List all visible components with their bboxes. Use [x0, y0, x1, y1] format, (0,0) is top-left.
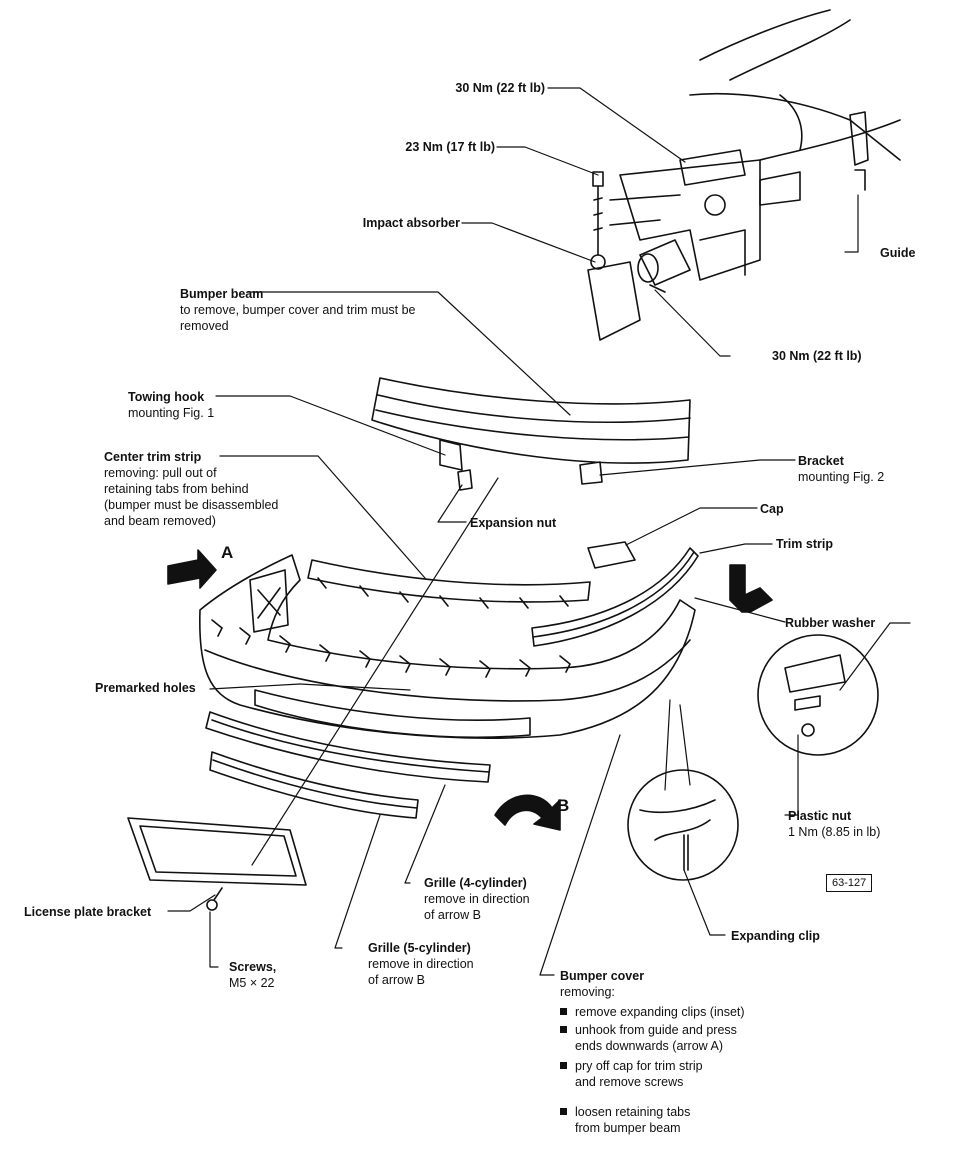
impact-absorber: [587, 239, 691, 341]
screw-part: [206, 887, 223, 911]
arrow-b-label: B: [557, 796, 570, 815]
towing-hook-label: Towing hook mounting Fig. 1: [128, 389, 214, 421]
arrow-right-shape: [729, 564, 773, 613]
trim-strip-label: Trim strip: [776, 537, 833, 551]
arrow-a-shape: [167, 549, 217, 589]
center-trim-line-3: (bumper must be disassembled: [104, 498, 279, 512]
towing-hook-line-1: mounting Fig. 1: [128, 406, 215, 420]
grille-5-line-2: of arrow B: [368, 973, 425, 987]
grille-4-title: Grille (4-cylinder): [424, 876, 527, 890]
bullet-square-icon: [560, 1008, 567, 1015]
long-bolt: [592, 171, 604, 256]
license-plate-bracket-part: [127, 817, 307, 886]
car-body-outline: [689, 9, 901, 206]
figure-ref-box: 63-127: [826, 874, 873, 892]
center-trim-strip: [307, 559, 591, 609]
frame-rail: [609, 149, 761, 281]
expanding-clip-inset: [627, 769, 739, 881]
towing-hook-title: Towing hook: [128, 390, 205, 404]
torque-absorber-label: 30 Nm (22 ft lb): [772, 349, 862, 363]
plastic-nut-line-1: 1 Nm (8.85 in lb): [788, 825, 881, 839]
bumper-cover-title: Bumper cover: [560, 969, 645, 983]
screws-label: Screws, M5 × 22: [229, 959, 276, 991]
center-trim-title: Center trim strip: [104, 450, 202, 464]
torque-bolt-label: 23 Nm (17 ft lb): [405, 140, 495, 154]
center-trim-line-4: and beam removed): [104, 514, 216, 528]
rubber-washer-part: [784, 654, 846, 737]
step-4-line-1: loosen retaining tabs: [575, 1105, 691, 1119]
license-plate-label: License plate bracket: [24, 905, 152, 919]
bumper-beam-line-1: to remove, bumper cover and trim must be: [180, 303, 416, 317]
grille-5-label: Grille (5-cylinder) remove in direction …: [368, 940, 474, 988]
expansion-nut-part: [457, 469, 473, 491]
bumper-beam: [371, 377, 691, 485]
step-4-line-2: from bumper beam: [575, 1121, 681, 1135]
expanding-clip-label: Expanding clip: [731, 929, 820, 943]
impact-absorber-label: Impact absorber: [362, 216, 460, 230]
arrow-a-label: A: [221, 543, 234, 562]
cap-label: Cap: [760, 502, 784, 516]
bumper-beam-title: Bumper beam: [180, 287, 264, 301]
grille-4-line-1: remove in direction: [424, 892, 530, 906]
bracket-line-1: mounting Fig. 2: [798, 470, 885, 484]
leader-lines: [167, 87, 911, 976]
step-3-line-1: pry off cap for trim strip: [575, 1059, 703, 1073]
bullet-square-icon: [560, 1026, 567, 1033]
bumper-cover-label: Bumper cover removing:: [560, 968, 644, 1000]
bullet-square-icon: [560, 1062, 567, 1069]
expanding-clip-part: [639, 799, 716, 871]
grille-4-label: Grille (4-cylinder) remove in direction …: [424, 875, 530, 923]
step-1-line-1: remove expanding clips (inset): [575, 1005, 745, 1019]
bumper-cover-step-4: loosen retaining tabs from bumper beam: [560, 1104, 690, 1136]
cap-part: [587, 541, 636, 569]
bumper-cover-step-2: unhook from guide and press ends downwar…: [560, 1022, 737, 1054]
bumper-beam-label: Bumper beam to remove, bumper cover and …: [180, 286, 416, 334]
bracket-label: Bracket mounting Fig. 2: [798, 453, 884, 485]
arrow-b-shape: [494, 794, 561, 831]
bumper-cover-step-3: pry off cap for trim strip and remove sc…: [560, 1058, 703, 1090]
grille-5-title: Grille (5-cylinder): [368, 941, 471, 955]
torque-top-label: 30 Nm (22 ft lb): [455, 81, 545, 95]
rubber-washer-inset: [757, 634, 879, 756]
center-trim-line-2: retaining tabs from behind: [104, 482, 249, 496]
plastic-nut-title: Plastic nut: [788, 809, 852, 823]
center-trim-label: Center trim strip removing: pull out of …: [104, 449, 278, 529]
expansion-nut-label: Expansion nut: [470, 516, 557, 530]
step-2-line-2: ends downwards (arrow A): [575, 1039, 723, 1053]
premarked-holes-label: Premarked holes: [95, 681, 196, 695]
step-3-line-2: and remove screws: [575, 1075, 684, 1089]
screws-title: Screws,: [229, 960, 277, 974]
bumper-cover-subtitle: removing:: [560, 985, 615, 999]
plastic-nut-label: Plastic nut 1 Nm (8.85 in lb): [788, 808, 880, 840]
bullet-square-icon: [560, 1108, 567, 1115]
grille-5-line-1: remove in direction: [368, 957, 474, 971]
bumper-beam-line-2: removed: [180, 319, 229, 333]
rubber-washer-label: Rubber washer: [785, 616, 876, 630]
grille-4-line-2: of arrow B: [424, 908, 481, 922]
guide-label: Guide: [880, 246, 916, 260]
bumper-cover-part: [199, 554, 696, 739]
center-trim-line-1: removing: pull out of: [104, 466, 217, 480]
step-2-line-1: unhook from guide and press: [575, 1023, 737, 1037]
trim-strip-part: [531, 547, 699, 647]
screws-line-1: M5 × 22: [229, 976, 275, 990]
bumper-cover-step-1: remove expanding clips (inset): [560, 1004, 745, 1020]
grille-5-cylinder-part: [209, 751, 419, 819]
grille-4-cylinder-part: [205, 711, 491, 783]
bracket-title: Bracket: [798, 454, 844, 468]
